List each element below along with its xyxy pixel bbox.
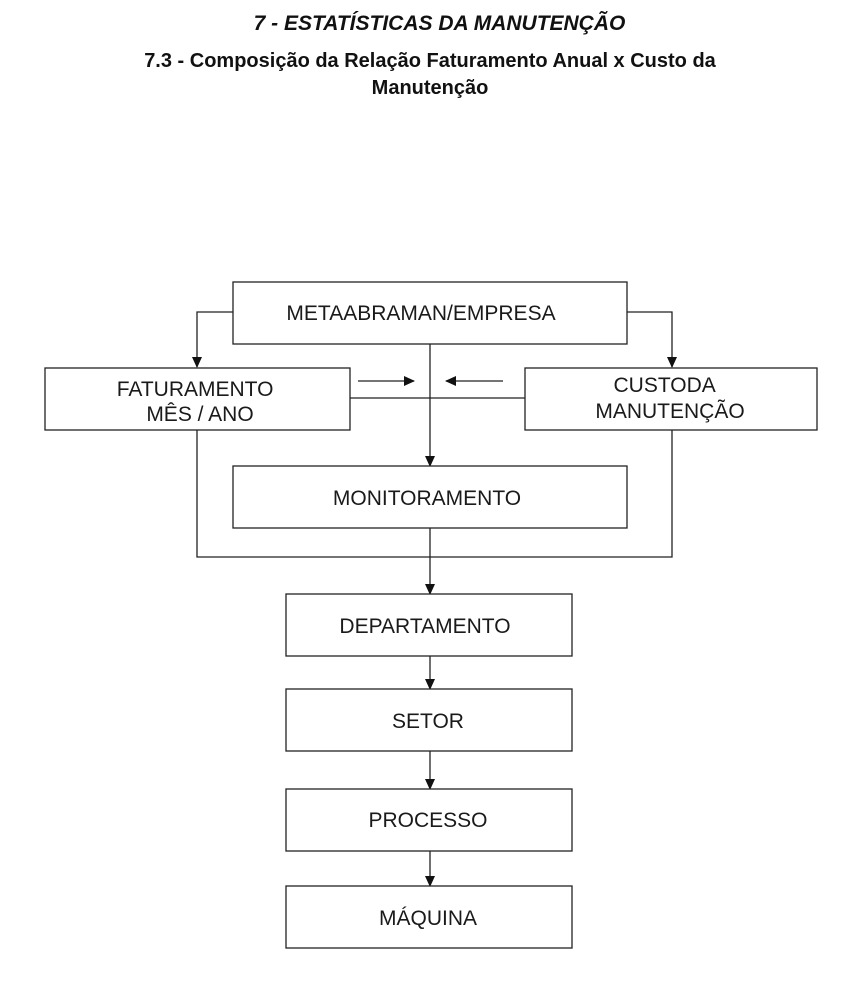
node-monitoramento-label: MONITORAMENTO [333, 487, 521, 510]
edge-meta-to-custo [627, 311, 677, 368]
node-departamento: DEPARTAMENTO [285, 593, 573, 657]
node-meta-empresa: METAABRAMAN/EMPRESA [232, 281, 628, 345]
subtitle-line-1: 7.3 - Composição da Relação Faturamento … [144, 50, 716, 72]
section-title: 7 - ESTATÍSTICAS DA MANUTENÇÃO [253, 12, 626, 35]
node-monitoramento: MONITORAMENTO [232, 465, 628, 529]
node-maquina-label: MÁQUINA [379, 907, 477, 930]
node-setor: SETOR [285, 688, 573, 752]
edge-custo-loop [430, 430, 673, 558]
subtitle-line-2: Manutenção [371, 77, 489, 99]
connectors [192, 311, 677, 887]
node-departamento-label: DEPARTAMENTO [339, 615, 510, 638]
node-processo: PROCESSO [285, 788, 573, 852]
node-custo-manutencao: CUSTODA MANUTENÇÃO [524, 367, 818, 431]
node-maquina: MÁQUINA [285, 885, 573, 949]
edge-faturamento-loop [196, 430, 430, 558]
node-setor-label: SETOR [392, 710, 464, 733]
node-faturamento: FATURAMENTO MÊS / ANO [44, 367, 351, 431]
node-processo-label: PROCESSO [368, 809, 487, 832]
edge-meta-to-faturamento [192, 311, 233, 368]
subtitle: 7.3 - Composição da Relação Faturamento … [30, 48, 830, 102]
node-meta-empresa-label: METAABRAMAN/EMPRESA [286, 302, 555, 325]
node-faturamento-label: FATURAMENTO MÊS / ANO [117, 378, 280, 426]
node-custo-manutencao-label: CUSTODA MANUTENÇÃO [595, 374, 744, 423]
